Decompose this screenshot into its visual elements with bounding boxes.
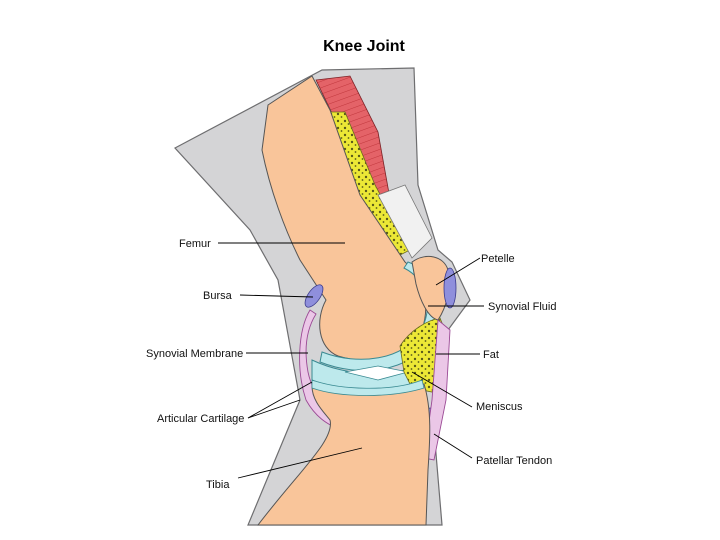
posterior-bursa: [304, 284, 324, 308]
label-fat: Fat: [483, 349, 499, 361]
label-meniscus: Meniscus: [476, 401, 523, 413]
label-synovial-membrane: Synovial Membrane: [146, 348, 243, 360]
leader-bursa: [239, 294, 314, 298]
quadriceps-tendon: [377, 184, 433, 259]
leader-articular-cartilage-1: [247, 381, 313, 419]
label-synovial-fluid: Synovial Fluid: [488, 301, 556, 313]
label-bursa: Bursa: [203, 290, 233, 302]
patellar-tendon: [423, 319, 451, 461]
label-articular-cartilage: Articular Cartilage: [157, 413, 244, 425]
leader-patellar-tendon: [433, 433, 473, 459]
tibial-cartilage: [311, 379, 425, 396]
label-patella: Petelle: [481, 253, 515, 265]
leader-articular-cartilage-2: [247, 399, 301, 419]
label-patellar-tendon: Patellar Tendon: [476, 455, 552, 467]
diagram-title: Knee Joint: [323, 38, 405, 55]
leader-patella: [435, 257, 481, 286]
leader-meniscus: [411, 371, 473, 408]
label-femur: Femur: [179, 238, 211, 250]
leader-tibia: [237, 447, 363, 479]
label-tibia: Tibia: [206, 479, 230, 491]
